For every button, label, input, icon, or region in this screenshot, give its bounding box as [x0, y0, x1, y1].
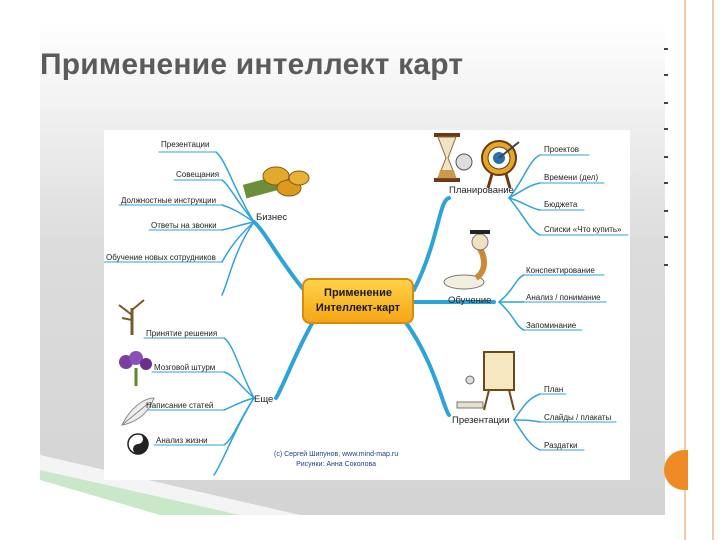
yin-yang-icon — [128, 434, 148, 454]
more-item: Принятие решения — [146, 329, 217, 338]
accent-circle — [664, 450, 688, 490]
hourglass-icon — [434, 133, 472, 182]
presentation-item: План — [544, 385, 563, 394]
presentation-item: Раздатки — [544, 441, 578, 450]
category-presentations: Презентации — [452, 415, 510, 426]
business-item: Обучение новых сотрудников — [106, 253, 216, 262]
coins-icon — [243, 167, 309, 198]
slide-frame-right-border — [684, 0, 714, 540]
slide-title: Применение интеллект карт — [40, 48, 463, 82]
edge-tick-marks — [664, 40, 672, 280]
business-item: Должностные инструкции — [121, 196, 216, 205]
credit-line-author: (c) Сергей Шипунов, www.mind-map.ru — [274, 450, 398, 460]
planning-item: Проектов — [544, 145, 579, 154]
learning-item: Анализ / понимание — [526, 293, 601, 302]
more-item: Мозговой штурм — [154, 363, 215, 372]
presentation-easel-icon — [457, 352, 514, 410]
category-business: Бизнес — [256, 212, 287, 223]
brain-storm-icon — [119, 351, 152, 386]
more-item: Написание статей — [146, 401, 213, 410]
credit-line-illustrator: Рисунки: Анна Соколова — [274, 460, 398, 470]
category-learning: Обучение — [448, 295, 491, 306]
business-item: Ответы на звонки — [151, 221, 217, 230]
planning-item: Времени (дел) — [544, 173, 598, 182]
planning-item: Списки «Что купить» — [544, 225, 621, 234]
business-item: Презентации — [161, 140, 209, 149]
center-node-line1: Применение — [304, 286, 412, 301]
planning-item: Бюджета — [544, 200, 577, 209]
center-node-line2: Интеллект-карт — [304, 301, 412, 316]
category-more: Еще — [254, 394, 273, 405]
learning-item: Запоминание — [526, 321, 576, 330]
presentation-item: Слайды / плакаты — [544, 413, 611, 422]
more-item: Анализ жизни — [156, 436, 208, 445]
category-planning: Планирование — [449, 185, 514, 196]
mind-map-center-node: Применение Интеллект-карт — [302, 278, 414, 324]
mind-map: Применение Интеллект-карт Бизнес Планиро… — [104, 130, 630, 480]
signpost-tree-icon — [119, 300, 144, 335]
target-icon — [482, 141, 519, 188]
credit-text: (c) Сергей Шипунов, www.mind-map.ru Рису… — [274, 450, 398, 470]
business-item: Совещания — [176, 170, 219, 179]
learning-item: Конспектирование — [526, 266, 595, 275]
graduate-reading-icon — [444, 230, 490, 289]
